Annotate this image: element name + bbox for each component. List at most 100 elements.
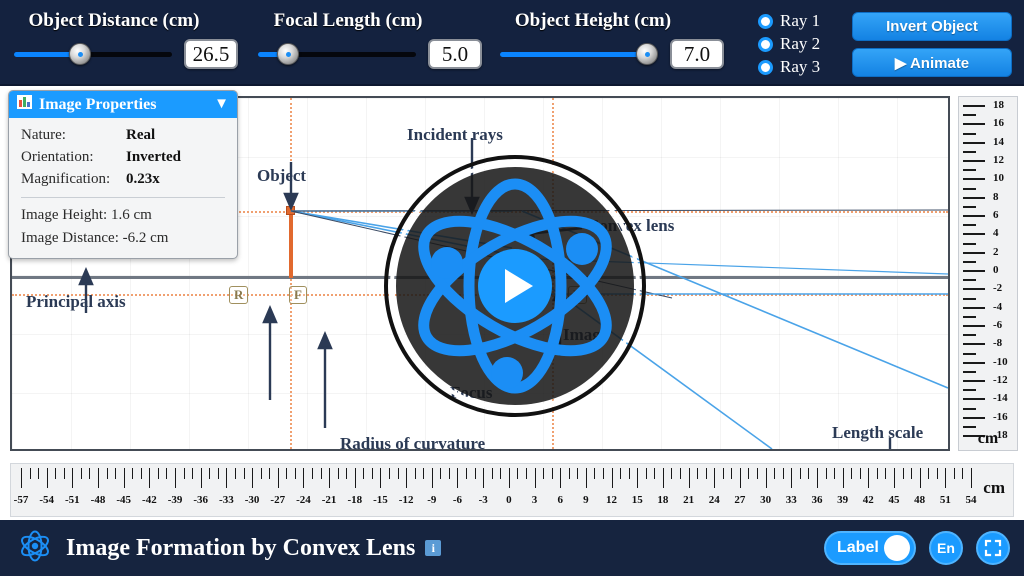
animate-button[interactable]: ▶ Animate [852,48,1012,77]
ruler-tick [611,468,613,488]
ruler-tick [234,468,236,479]
vertical-tick-label: 0 [993,264,999,276]
principal-axis-label: Principal axis [26,292,126,311]
vertical-tick [963,325,985,327]
ray-1-checkbox[interactable]: Ray 1 [758,10,820,32]
image-properties-header[interactable]: Image Properties ▼ [9,91,237,118]
ruler-tick [893,468,895,488]
ruler-tick [277,468,279,488]
ruler-tick-label: 33 [785,494,797,506]
footer-controls: Label En [824,531,1010,565]
horizontal-length-scale: -57-54-51-48-45-42-39-36-33-30-27-24-21-… [10,463,1014,517]
ruler-tick [286,468,288,479]
object-distance-slider[interactable] [14,43,172,65]
label-toggle[interactable]: Label [824,531,916,565]
ruler-tick [243,468,245,479]
ruler-tick-label: 48 [914,494,926,506]
ruler-tick-label: -33 [219,494,234,506]
fullscreen-button[interactable] [976,531,1010,565]
vertical-tick [963,315,976,318]
ruler-tick [859,468,861,479]
ruler-tick-label: 42 [862,494,874,506]
ruler-tick-label: -12 [398,494,414,506]
chevron-down-icon[interactable]: ▼ [214,96,229,112]
ruler-tick [705,468,707,479]
ruler-tick [508,468,510,488]
checkbox-icon[interactable] [758,13,773,29]
info-icon[interactable]: i [425,540,442,556]
ruler-tick [29,468,31,479]
ruler-tick-label: 24 [708,494,720,506]
ruler-tick [294,468,296,479]
focal-length-value[interactable]: 5.0 [428,39,482,69]
ruler-tick [543,468,545,479]
object-height-slider[interactable] [500,43,658,65]
vertical-tick-label: -16 [993,410,1008,423]
ruler-tick-label: -57 [13,494,29,506]
object-distance-value[interactable]: 26.5 [184,39,238,69]
object-height-value[interactable]: 7.0 [670,39,724,69]
object-arrow[interactable] [289,210,293,278]
image-properties-panel[interactable]: Image Properties ▼ Nature: Real Orientat… [8,90,238,260]
invert-object-button[interactable]: Invert Object [852,12,1012,41]
ruler-tick [46,468,48,488]
image-properties-title: Image Properties [39,95,157,113]
ray-3-checkbox[interactable]: Ray 3 [758,56,820,78]
vertical-tick-label: -4 [993,300,1003,313]
vertical-tick-label: -14 [993,392,1008,405]
slider-thumb[interactable] [636,43,658,65]
slider-thumb[interactable] [69,43,92,65]
ruler-tick [731,468,733,479]
vertical-tick [963,380,985,382]
object-handle[interactable] [286,206,295,215]
axis-marker-F-left: F [289,286,307,304]
ruler-tick-label: -24 [296,494,311,506]
ruler-tick [72,468,74,488]
focal-length-slider[interactable] [258,43,416,65]
ray-checkbox-group: Ray 1 Ray 2 Ray 3 [758,10,820,79]
ruler-tick [782,468,784,479]
vertical-tick [963,343,985,346]
vertical-tick-label: 2 [993,245,999,258]
ruler-tick [851,468,853,479]
video-play-overlay[interactable] [384,155,646,417]
ruler-tick [38,468,40,479]
ruler-tick [500,468,502,479]
vertical-tick [963,132,976,135]
vertical-tick-label: 4 [993,227,999,240]
ruler-tick [440,468,442,479]
vertical-tick [963,178,985,181]
atom-logo-icon [18,529,52,568]
toggle-knob[interactable] [884,535,910,561]
vertical-scale-unit: cm [977,430,999,447]
ruler-tick-label: 27 [734,494,746,506]
checkbox-icon[interactable] [758,36,773,52]
ruler-tick-label: 0 [506,494,512,506]
magnification-key: Magnification: [21,170,111,187]
ruler-tick [688,468,690,488]
ruler-tick [157,468,159,479]
ruler-tick [183,468,185,479]
ruler-tick [739,468,741,488]
vertical-tick-label: -12 [993,374,1008,386]
ruler-tick [200,468,202,488]
ruler-tick [722,468,724,479]
vertical-tick [963,370,976,373]
ruler-tick [260,468,262,479]
ruler-tick-label: -48 [90,494,106,506]
vertical-tick [963,425,976,428]
vertical-tick-label: 10 [993,172,1004,185]
divider [21,197,225,199]
language-button[interactable]: En [929,531,963,565]
ray-2-checkbox[interactable]: Ray 2 [758,33,820,55]
checkbox-icon[interactable] [758,59,773,75]
ruler-tick [816,468,818,488]
radius-of-curvature-label: Radius of curvature [340,434,486,453]
ruler-tick-label: 45 [888,494,900,506]
slider-thumb[interactable] [277,43,300,65]
vertical-tick [963,114,976,117]
ruler-tick-label: 21 [683,494,695,506]
ruler-tick-label: 6 [557,494,563,506]
play-button[interactable] [478,249,552,323]
vertical-tick [963,169,976,172]
